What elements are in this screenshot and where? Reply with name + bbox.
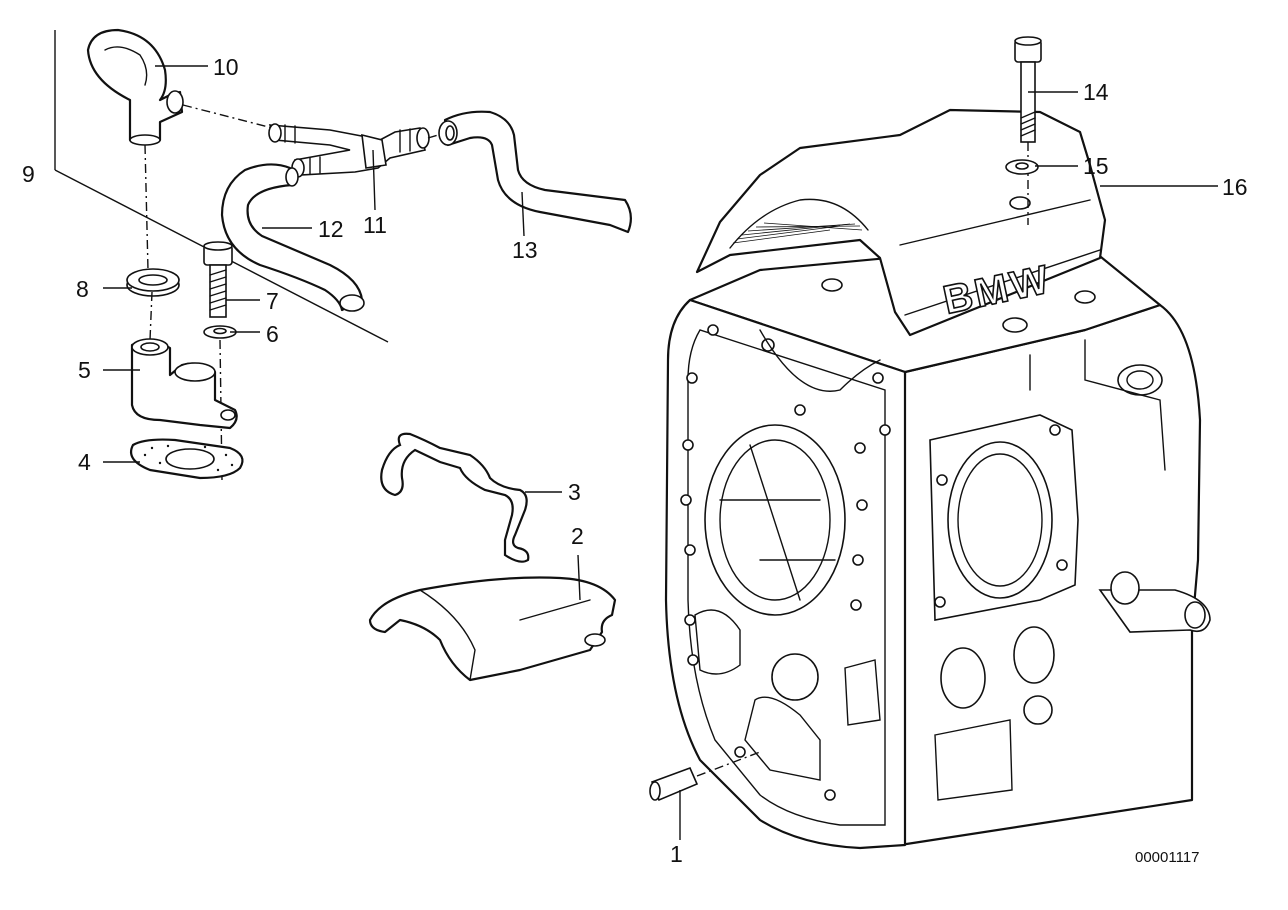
callout-16: 16 — [1222, 174, 1248, 200]
bolt-holes-front — [680, 324, 891, 801]
callout-labels: 1 2 3 4 5 6 7 8 9 10 11 12 13 14 15 16 0… — [22, 54, 1248, 867]
diagram-reference-number: 00001117 — [1135, 849, 1200, 866]
gasket-texture — [143, 444, 234, 472]
callout-10: 10 — [213, 54, 239, 80]
bolt-14 — [1014, 36, 1042, 225]
callout-2: 2 — [571, 523, 584, 549]
engine-block — [664, 238, 1211, 850]
callout-14: 14 — [1083, 79, 1109, 105]
breather-elbow-5 — [130, 338, 238, 430]
callout-12: 12 — [318, 216, 344, 242]
crankcase-cover-2 — [368, 576, 617, 682]
cover-hatch — [732, 222, 863, 244]
leader-lines — [103, 65, 1218, 840]
callout-15: 15 — [1083, 153, 1109, 179]
dowel-pin-1 — [649, 751, 761, 802]
gasket-4 — [129, 438, 244, 480]
wire-clip-3 — [380, 432, 530, 563]
callout-3: 3 — [568, 479, 581, 505]
callout-4: 4 — [78, 449, 91, 475]
callout-5: 5 — [78, 357, 91, 383]
callout-8: 8 — [76, 276, 89, 302]
seal-ring-8 — [126, 268, 180, 341]
callout-9: 9 — [22, 161, 35, 187]
engine-cover: BMW — [695, 108, 1107, 337]
breather-hose-10 — [86, 28, 281, 271]
callout-1: 1 — [670, 841, 683, 867]
t-connector-11 — [268, 123, 446, 178]
hose-13 — [438, 110, 632, 234]
hose-12 — [220, 163, 365, 312]
washer-15 — [1005, 159, 1039, 175]
callout-7: 7 — [266, 288, 279, 314]
callout-13: 13 — [512, 237, 538, 263]
callout-11: 11 — [363, 212, 387, 238]
callout-6: 6 — [266, 321, 279, 347]
bolt-7 — [203, 241, 233, 318]
